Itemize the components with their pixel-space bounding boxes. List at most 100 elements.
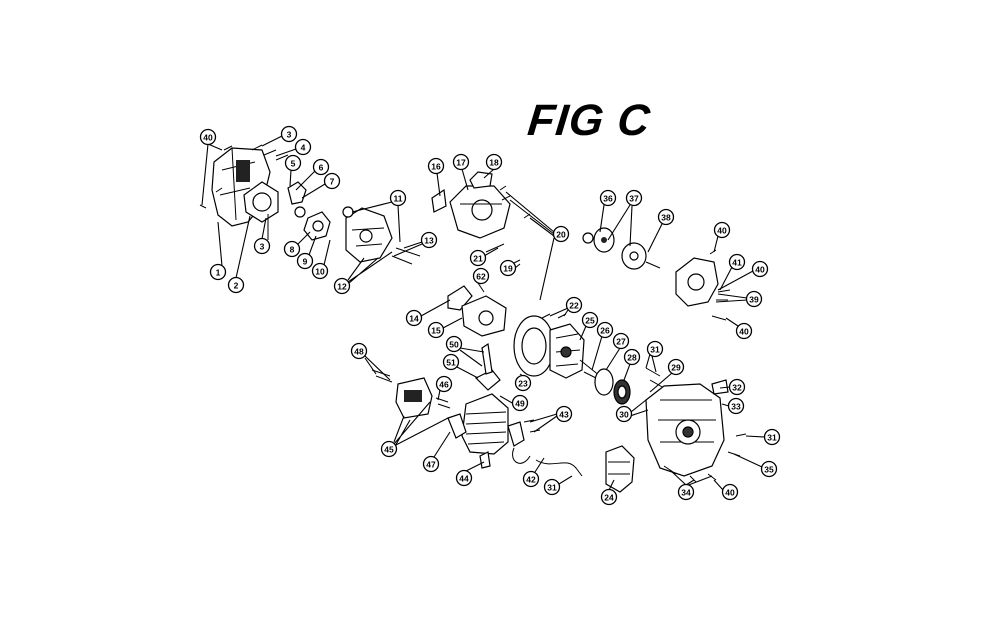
callout-c37: 37	[625, 189, 643, 207]
callout-circle	[323, 172, 341, 190]
callout-number: 3	[287, 130, 292, 140]
callout-c40b: 40	[713, 221, 731, 239]
callout-c44: 44	[455, 469, 473, 487]
callout-circle	[280, 125, 298, 143]
callout-circle	[581, 311, 599, 329]
callout-number: 37	[629, 194, 639, 204]
callout-circle	[499, 259, 517, 277]
callout-circle	[380, 440, 398, 458]
callout-number: 47	[426, 460, 436, 470]
callout-c40c: 40	[751, 260, 769, 278]
callout-circle	[615, 405, 633, 423]
part-clutch-assembly	[594, 367, 665, 405]
callout-circle	[452, 153, 470, 171]
callout-circle	[721, 483, 739, 501]
callout-c4: 4	[294, 138, 312, 156]
callout-number: 14	[409, 314, 419, 324]
callout-circle	[657, 208, 675, 226]
callout-number: 9	[303, 257, 308, 267]
callout-c27: 27	[612, 332, 630, 350]
part-fuel-line	[507, 419, 583, 477]
callout-number: 18	[489, 158, 499, 168]
callout-c31b: 31	[763, 428, 781, 446]
callout-circle	[389, 189, 407, 207]
callout-c47: 47	[422, 455, 440, 473]
callout-c50: 50	[445, 335, 463, 353]
callout-number: 19	[503, 264, 513, 274]
part-cylinder-cover	[431, 171, 531, 265]
callout-c48: 48	[350, 342, 368, 360]
callout-circle	[625, 189, 643, 207]
callout-number: 46	[439, 380, 449, 390]
callout-number: 34	[681, 488, 691, 498]
callout-circle	[472, 267, 490, 285]
callout-c29: 29	[667, 358, 685, 376]
callout-circle	[677, 483, 695, 501]
callout-circle	[751, 260, 769, 278]
callout-number: 7	[330, 177, 335, 187]
callout-c7: 7	[323, 172, 341, 190]
callout-circle	[543, 478, 561, 496]
callout-c2: 2	[227, 276, 245, 294]
part-engine-housing	[605, 379, 747, 493]
callout-circle	[469, 249, 487, 267]
callout-circle	[485, 153, 503, 171]
callout-c12: 12	[333, 277, 351, 295]
part-air-filter	[371, 369, 451, 419]
callout-number: 20	[556, 230, 566, 240]
part-right-cover	[675, 249, 731, 321]
callout-number: 39	[749, 295, 759, 305]
callout-number: 6	[319, 163, 324, 173]
callout-c3b: 3	[253, 237, 271, 255]
callout-circle	[311, 262, 329, 280]
callout-number: 42	[526, 475, 536, 485]
callout-circle	[728, 253, 746, 271]
callout-number: 31	[767, 433, 777, 443]
callout-circle	[442, 353, 460, 371]
callout-number: 40	[739, 327, 749, 337]
callout-number: 15	[431, 326, 441, 336]
callout-circle	[312, 158, 330, 176]
callout-number: 23	[518, 379, 528, 389]
callout-circle	[599, 189, 617, 207]
callout-number: 51	[446, 358, 456, 368]
part-housing-left	[211, 147, 279, 240]
callout-circle	[623, 348, 641, 366]
callout-circle	[763, 428, 781, 446]
callout-number: 25	[585, 316, 595, 326]
callout-circle	[405, 309, 423, 327]
callout-c35: 35	[760, 460, 778, 478]
callout-number: 26	[600, 326, 610, 336]
callout-circle	[727, 397, 745, 415]
callout-c28: 28	[623, 348, 641, 366]
callout-number: 11	[394, 194, 403, 204]
callout-number: 41	[732, 258, 742, 268]
callout-number: 1	[216, 268, 221, 278]
callout-number: 33	[731, 402, 741, 412]
callout-number: 22	[569, 301, 579, 311]
callout-circle	[253, 237, 271, 255]
callout-c10: 10	[311, 262, 329, 280]
callout-circle	[209, 263, 227, 281]
callout-number: 35	[764, 465, 774, 475]
callout-circle	[667, 358, 685, 376]
callout-number: 29	[671, 363, 681, 373]
callout-c38: 38	[657, 208, 675, 226]
callout-c46: 46	[435, 375, 453, 393]
callout-c13: 13	[420, 231, 438, 249]
callout-circle	[522, 470, 540, 488]
callout-circle	[427, 157, 445, 175]
callout-circle	[427, 321, 445, 339]
callout-number: 44	[459, 474, 469, 484]
callout-number: 2	[234, 281, 239, 291]
callout-c33: 33	[727, 397, 745, 415]
callout-number: 4	[301, 143, 306, 153]
callout-circle	[565, 296, 583, 314]
part-starter-pulley	[582, 227, 661, 270]
callout-circle	[435, 375, 453, 393]
callout-c19: 19	[499, 259, 517, 277]
callout-circle	[296, 252, 314, 270]
callout-circle	[552, 225, 570, 243]
part-intake	[447, 279, 507, 337]
